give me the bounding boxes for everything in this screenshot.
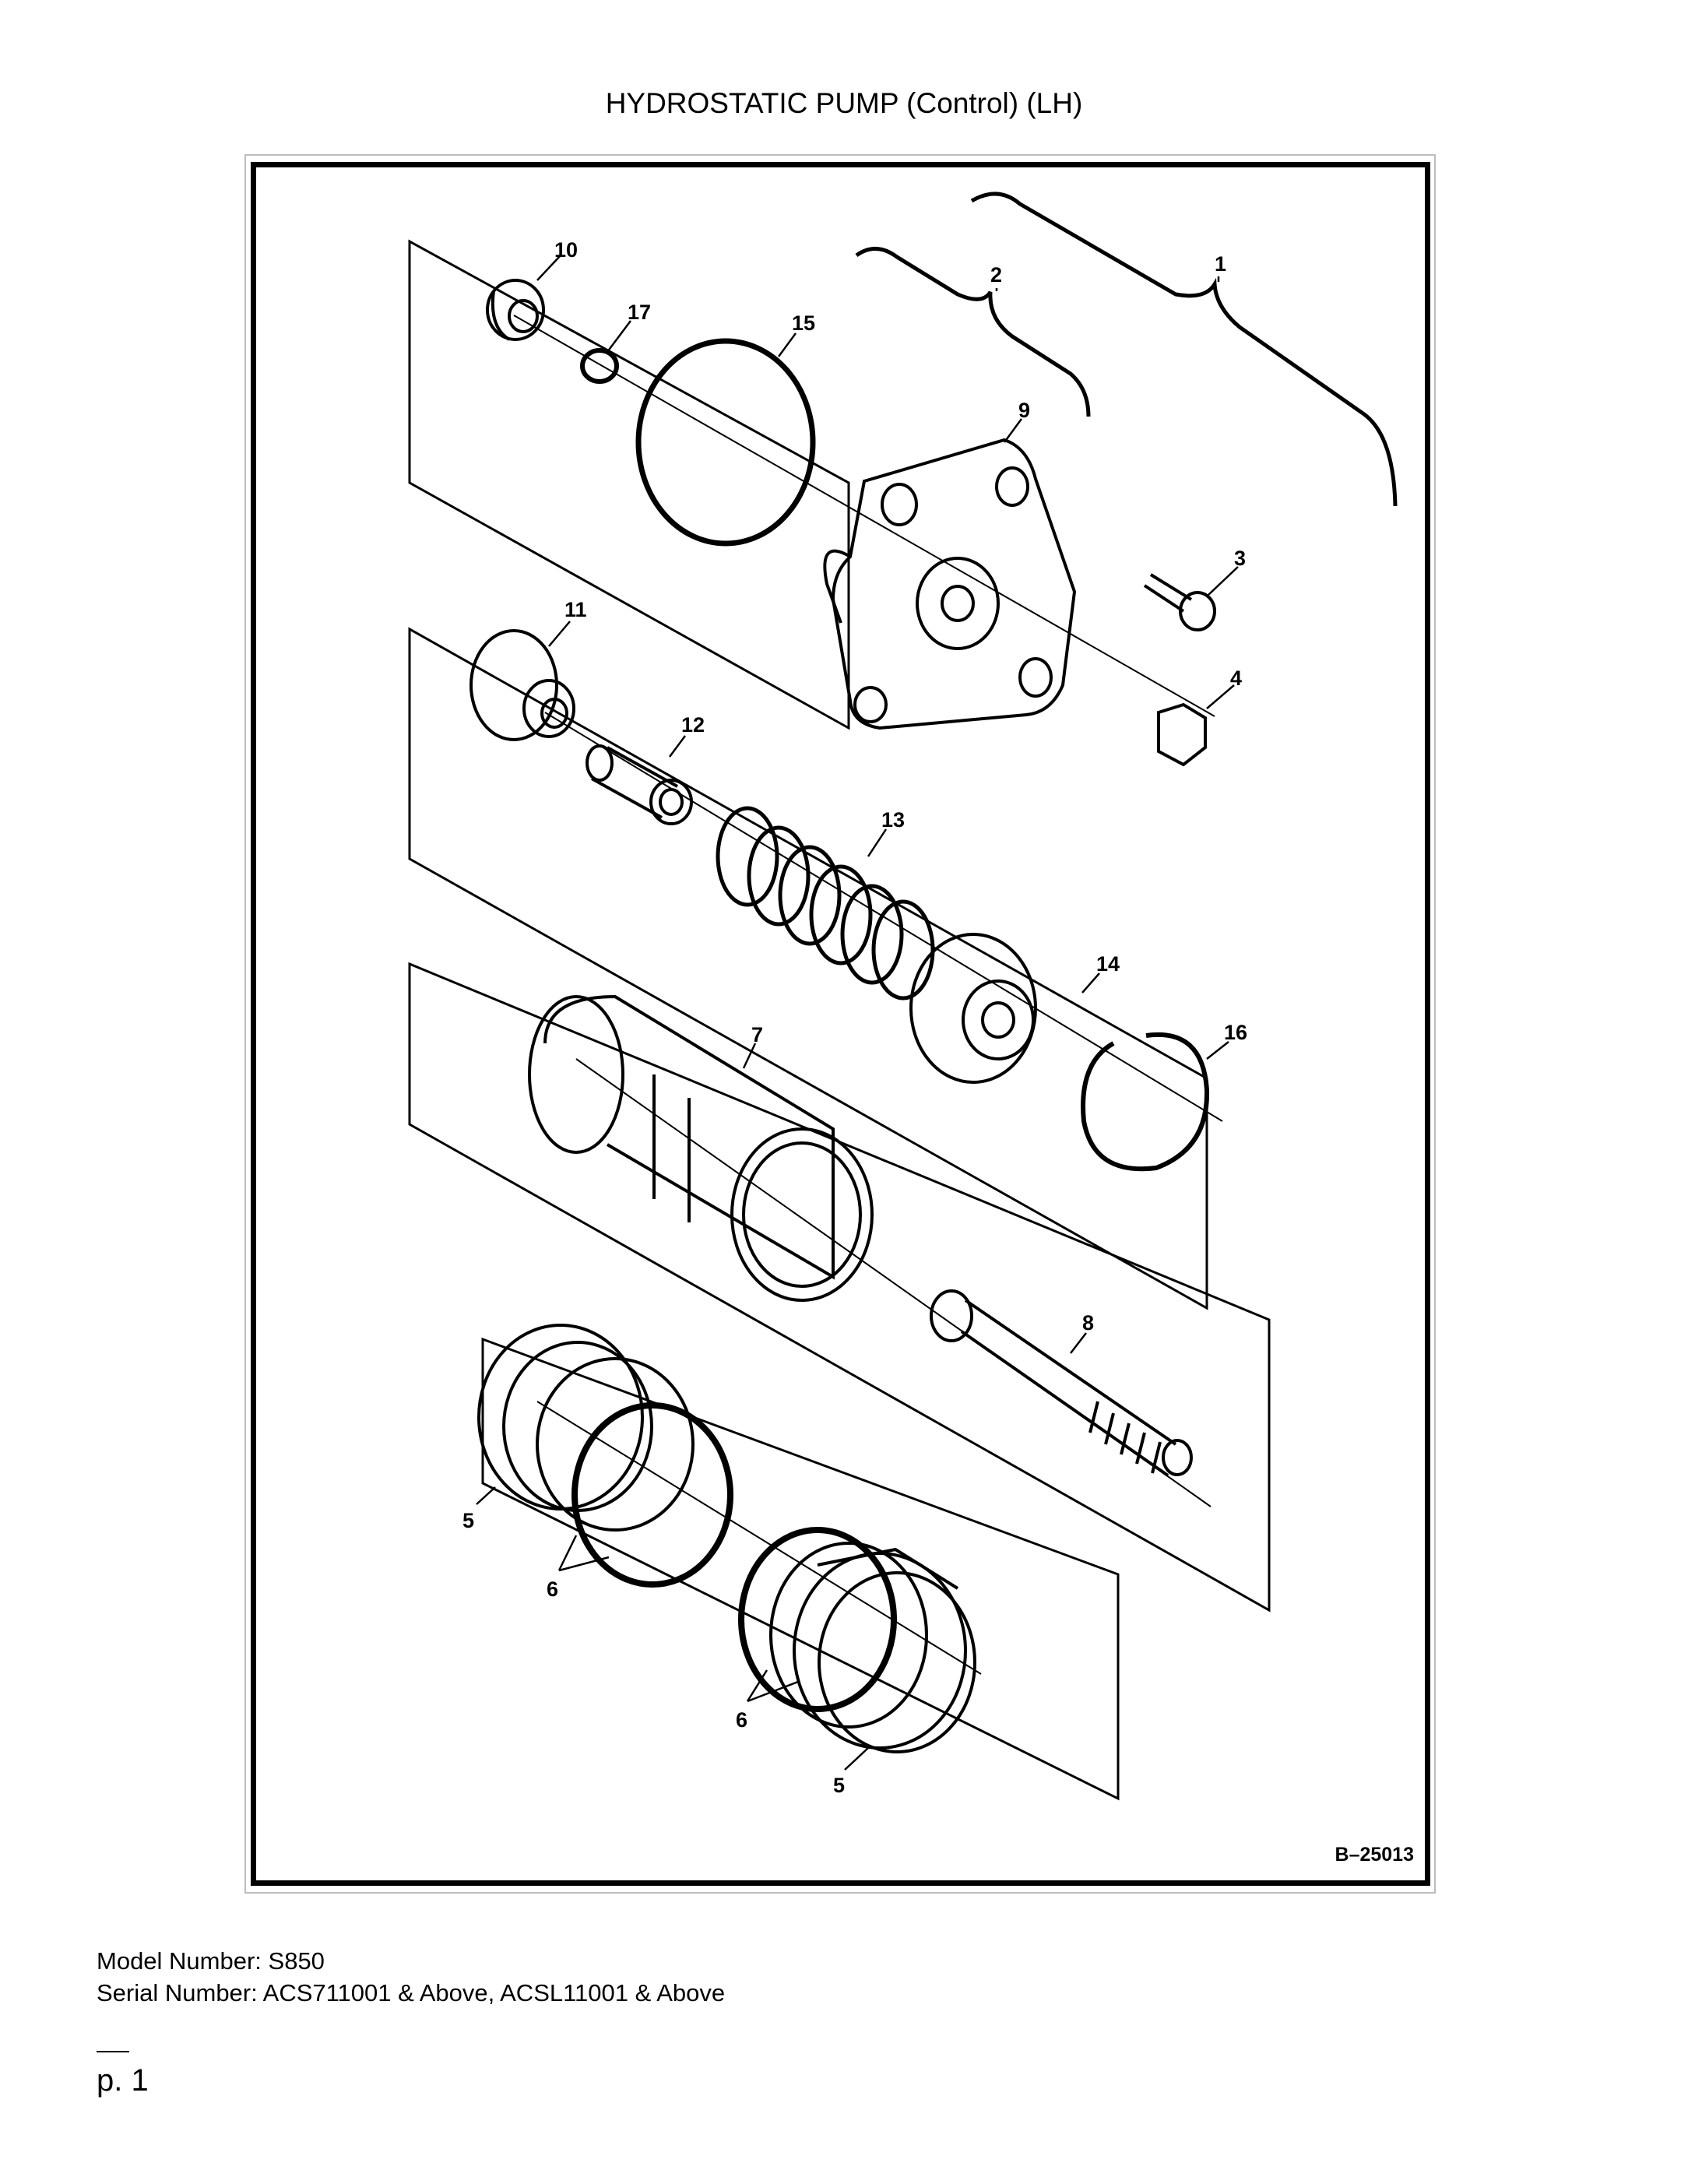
callout-10: 10 [554,238,578,262]
callout-1: 1 [1215,252,1226,276]
serial-number: Serial Number: ACS711001 & Above, ACSL11… [97,1979,726,2006]
part-6-lower-oring-a [738,1527,897,1712]
panel-lower [408,962,1271,1613]
part-6-lower-oring-b [769,1542,928,1729]
callout-17: 17 [628,301,651,324]
part-6-upper-oring-b [571,1402,733,1588]
callout-7: 7 [751,1023,763,1046]
callout-16: 16 [1224,1021,1247,1044]
callout-14: 14 [1096,952,1120,976]
part-10-cap [486,279,545,341]
page-title: HYDROSTATIC PUMP (Control) (LH) [605,87,1083,119]
callout-13: 13 [881,808,905,832]
part-7-sleeve [528,994,874,1302]
model-number: Model Number: S850 [97,1947,325,1975]
callout-5-lower: 5 [833,1774,845,1797]
panel-bottom [481,1337,1120,1801]
callout-15: 15 [792,311,815,335]
callout-9: 9 [1018,399,1030,422]
panel-top [408,239,850,730]
callout-4: 4 [1230,666,1242,690]
part-17-small-oring [580,348,619,384]
callout-6-lower: 6 [736,1708,747,1732]
part-16-snap-ring [1081,1032,1210,1172]
diagram-outer-frame [244,154,1436,1894]
callout-2: 2 [990,263,1002,287]
figure-code: B–25013 [1335,1844,1414,1866]
leader-lines [476,255,1239,1771]
part-12-tube [586,744,693,825]
bracket-group-2 [855,247,1091,417]
part-8-rod [930,1289,1193,1477]
callout-11: 11 [564,598,587,621]
footer-info: Model Number: S850 Serial Number: ACS711… [97,1945,725,2009]
part-4-hex-nut [1157,702,1207,767]
part-14-seat [909,933,1037,1084]
bracket-group-1 [970,192,1398,507]
callout-6-upper: 6 [547,1577,558,1601]
part-3-screw [1143,573,1216,631]
callout-12: 12 [681,713,705,737]
callout-8: 8 [1082,1311,1094,1335]
panel-middle [408,627,1208,1310]
diagram-frame [251,162,1430,1886]
page-number-rule [97,2051,129,2052]
part-5-lower-ring [793,1547,976,1753]
part-9-cover-plate [823,438,1077,730]
callout-5-upper: 5 [462,1509,474,1532]
part-11-flange [469,629,575,741]
callout-3: 3 [1234,547,1246,570]
part-15-large-oring [635,338,816,547]
part-6-upper-oring-a [536,1357,695,1532]
page-number: p. 1 [97,2063,149,2098]
